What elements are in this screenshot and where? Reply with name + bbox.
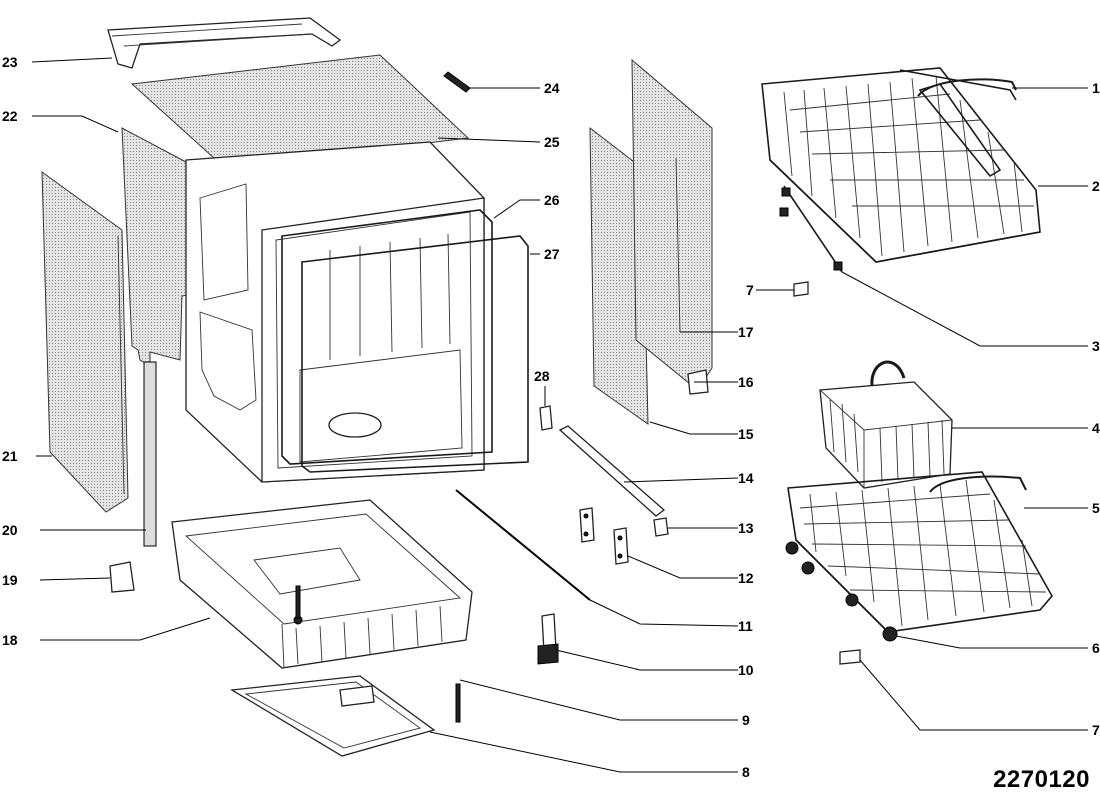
base-cover-part: [230, 675, 436, 757]
clip-part: [539, 405, 553, 431]
cap-part: [653, 517, 669, 537]
callout-13: 13: [738, 520, 754, 536]
callout-10: 10: [738, 662, 754, 678]
right-side-panel-part: [631, 58, 713, 395]
callout-17: 17: [738, 324, 754, 340]
tub-body-part: [185, 141, 485, 483]
cable-part: [455, 489, 591, 601]
callout-9: 9: [742, 712, 750, 728]
callout-23: 23: [2, 54, 18, 70]
callout-2: 2: [1092, 178, 1100, 194]
callout-26: 26: [544, 192, 560, 208]
callout-6: 6: [1092, 640, 1100, 656]
worktop-panel-part: [130, 54, 470, 169]
screw-part: [443, 71, 471, 93]
callout-1: 1: [1092, 80, 1100, 96]
callout-16: 16: [738, 374, 754, 390]
leader-lines: [31, 57, 1088, 773]
callout-11: 11: [738, 618, 753, 634]
callout-8: 8: [742, 764, 750, 780]
callout-27: 27: [544, 246, 560, 262]
callout-3: 3: [1092, 338, 1100, 354]
basket-clip-part: [793, 281, 809, 297]
diagram-reference-number: 2270120: [993, 766, 1090, 793]
door-seal-part: [301, 235, 529, 473]
upper-gasket-part: [281, 209, 493, 465]
callout-22: 22: [2, 108, 18, 124]
callout-19: 19: [2, 572, 18, 588]
lower-clip-part: [839, 649, 861, 665]
hinge-bracket-part: [579, 507, 629, 565]
callout-25: 25: [544, 134, 560, 150]
callout-20: 20: [2, 522, 18, 538]
callout-18: 18: [2, 632, 18, 648]
callout-21: 21: [2, 448, 18, 464]
lower-basket-part: [785, 471, 1053, 633]
rail-part: [558, 425, 666, 517]
callout-12: 12: [738, 570, 754, 586]
small-bracket-part: [109, 561, 135, 593]
adjustable-foot-part: [537, 613, 559, 665]
top-handle-part: [107, 17, 342, 69]
basket-rail-part: [779, 185, 843, 273]
basket-handle-part: [917, 78, 1017, 97]
callout-4: 4: [1092, 420, 1100, 436]
cutlery-basket-part: [819, 360, 953, 489]
side-panel-part: [41, 170, 129, 513]
right-insulation-panel-part: [589, 126, 649, 425]
basket-wheel-part: [882, 626, 898, 642]
callout-7-lower: 7: [1092, 722, 1100, 738]
callout-5: 5: [1092, 500, 1100, 516]
callout-7-upper: 7: [746, 282, 754, 298]
upper-basket-part: [761, 67, 1041, 263]
callout-28: 28: [534, 368, 550, 384]
callout-15: 15: [738, 426, 754, 442]
base-frame-part: [171, 499, 473, 669]
callout-24: 24: [544, 80, 560, 96]
callout-14: 14: [738, 470, 754, 486]
rod-part: [143, 361, 157, 547]
